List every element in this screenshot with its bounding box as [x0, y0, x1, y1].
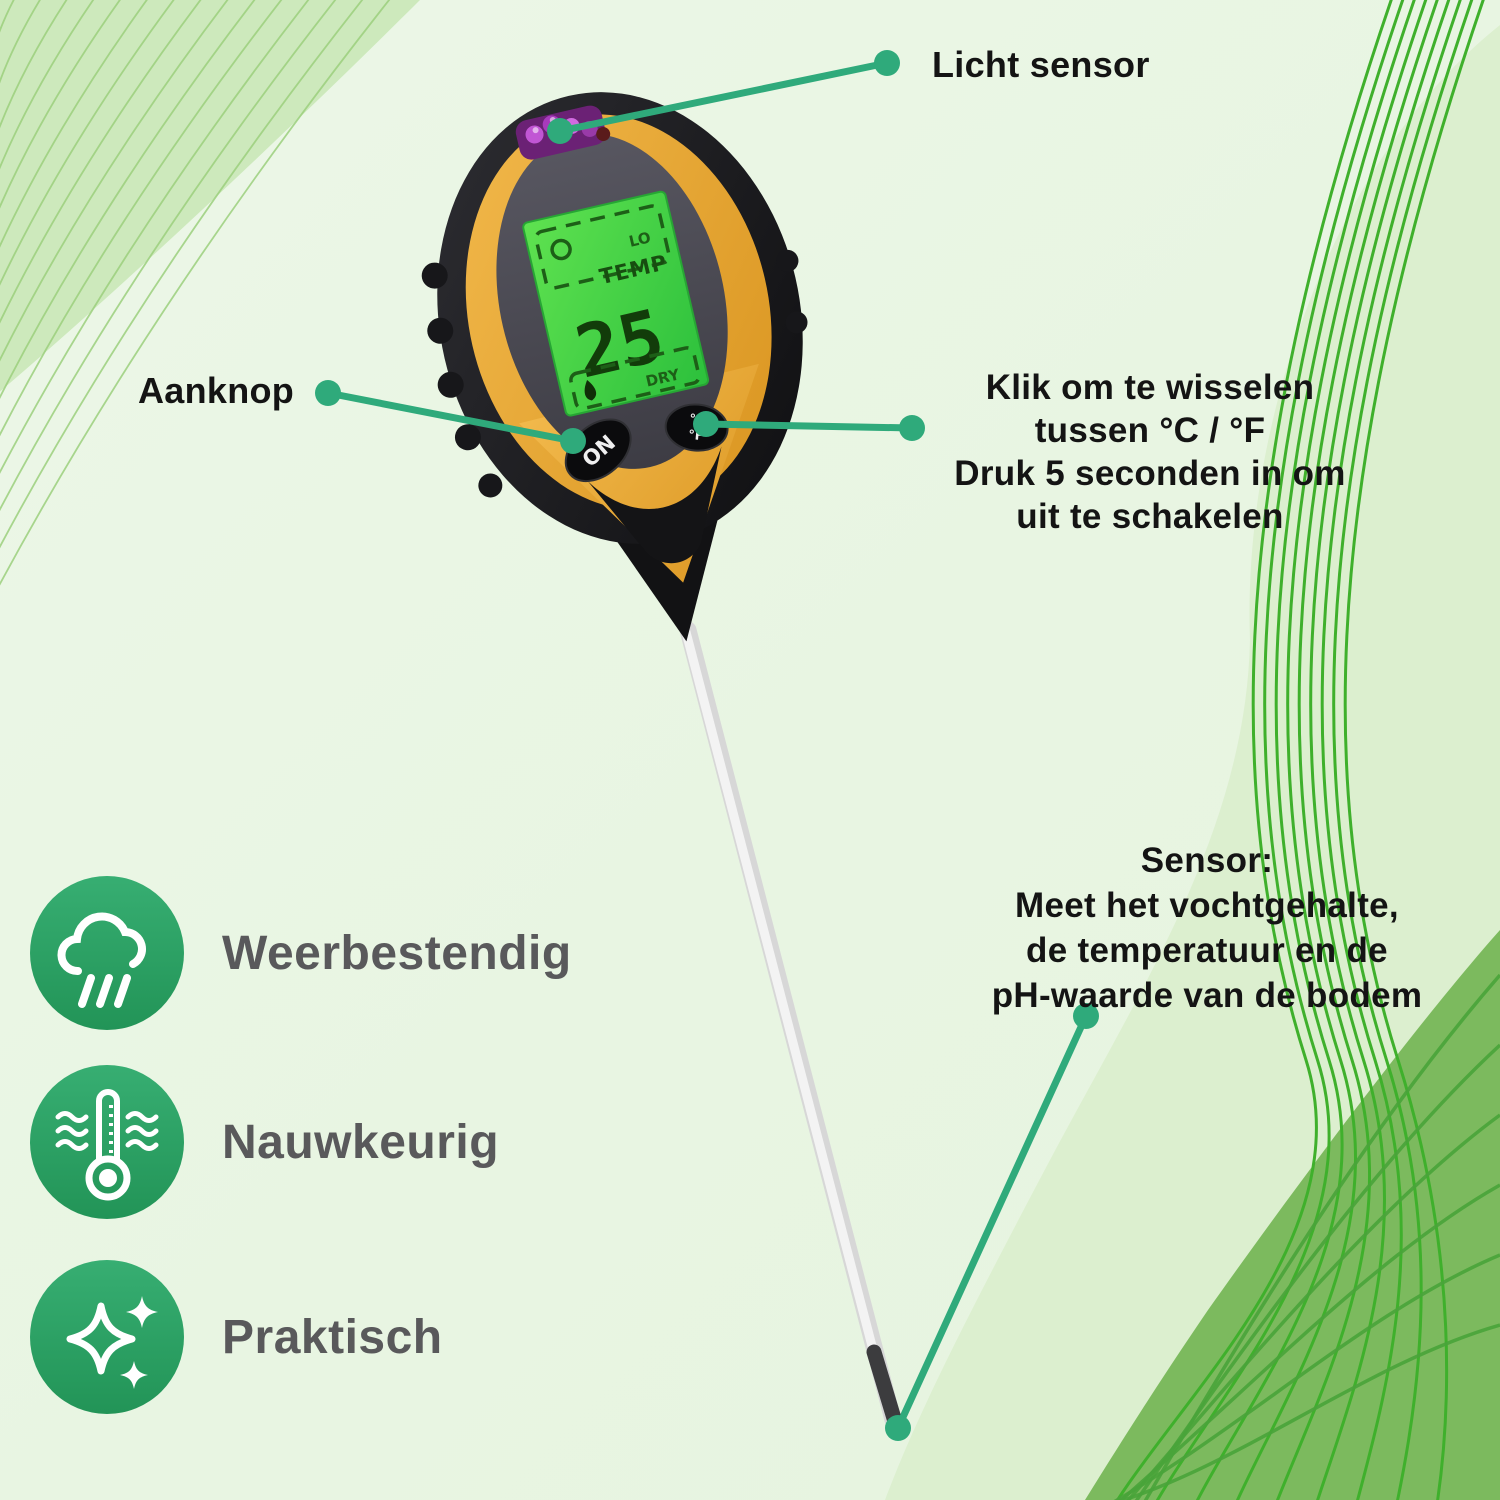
- unit-switch-dot: [899, 415, 925, 441]
- lcd-status-top: LO: [627, 228, 652, 250]
- thermometer-icon: [30, 1065, 184, 1219]
- unit-switch-line: [705, 420, 913, 432]
- power-button-dot: [315, 380, 341, 406]
- sparkles-icon: [30, 1260, 184, 1414]
- probe: [679, 621, 904, 1433]
- feature-label: Weerbestendig: [222, 926, 572, 980]
- unit-switch-dot: [693, 411, 719, 437]
- light-sensor-line: [559, 59, 888, 135]
- light-sensor-dot: [547, 118, 573, 144]
- power-button-dot: [560, 428, 586, 454]
- light-sensor-dot: [874, 50, 900, 76]
- rain-cloud-icon: [30, 876, 184, 1030]
- probe-sensor-dot: [1073, 1003, 1099, 1029]
- probe-tip: [866, 1344, 904, 1433]
- annotation-probe-sensor: Sensor: Meet het vochtgehalte, de temper…: [991, 841, 1423, 1015]
- feature-weatherproof: Weerbestendig: [30, 876, 572, 1030]
- annotation-power-button: Aanknop: [138, 370, 295, 411]
- lcd-value: 25: [568, 293, 671, 394]
- feature-practical: Praktisch: [30, 1260, 443, 1414]
- sun-icon: [550, 238, 572, 261]
- bottom-notch: [587, 446, 722, 564]
- lcd-screen: LO TEMP 25 DRY: [522, 190, 710, 417]
- bottomright-fan-shape: [1085, 930, 1500, 1500]
- water-drop-icon: [584, 379, 597, 401]
- annotation-unit-switch: Klik om te wisselen tussen °C / °F Druk …: [954, 368, 1346, 536]
- grip-ridges: [421, 249, 808, 498]
- power-button-line: [327, 389, 574, 445]
- feature-label: Praktisch: [222, 1310, 443, 1364]
- feature-label: Nauwkeurig: [222, 1115, 500, 1169]
- probe-sensor-line: [894, 1014, 1090, 1430]
- feature-accurate: Nauwkeurig: [30, 1065, 499, 1219]
- annotation-light-sensor: Licht sensor: [932, 44, 1150, 85]
- probe-sensor-dot: [885, 1415, 911, 1441]
